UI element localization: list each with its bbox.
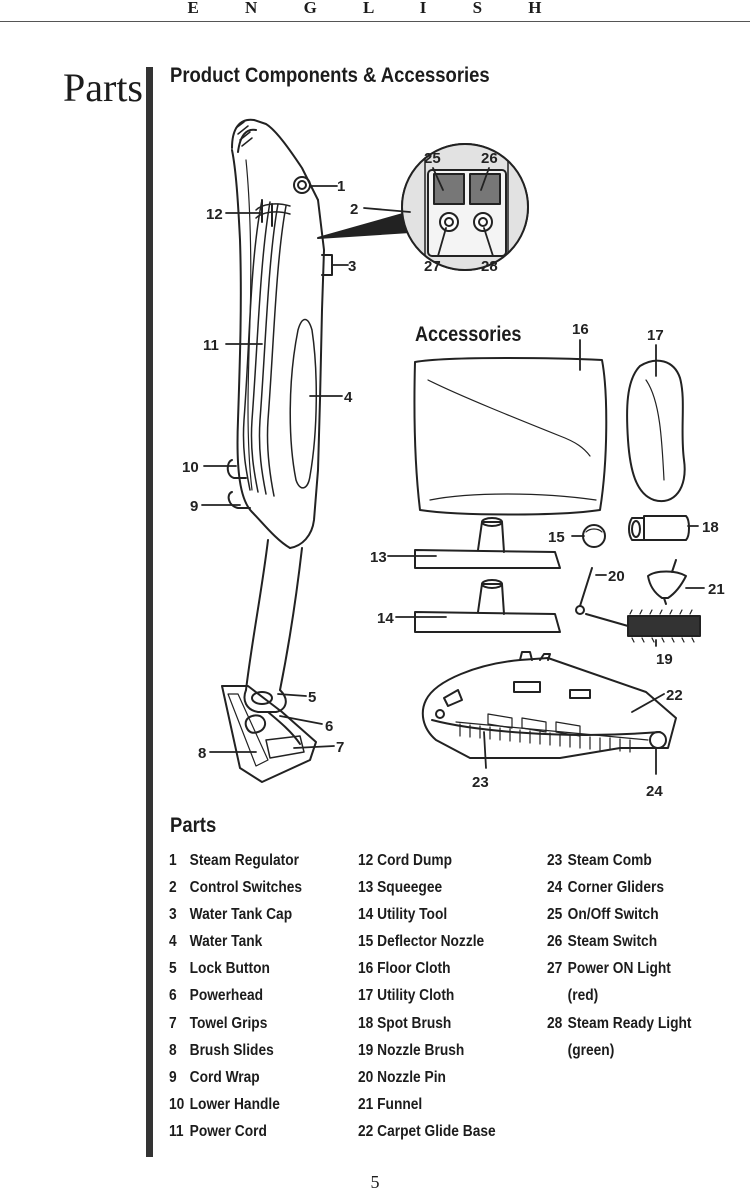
callout-17: 17	[647, 327, 664, 344]
list-item: 19 Nozzle Brush	[358, 1041, 465, 1059]
floor-cloth-illustration	[413, 357, 608, 516]
nozzle-pin-illustration	[579, 567, 593, 607]
product-diagram: 1 2 3 4 5 6 7 8 9 10 11 12 13 14 15 16 1…	[182, 118, 725, 800]
leader-lines	[201, 167, 705, 775]
callout-16: 16	[572, 321, 589, 338]
list-item: (green)	[567, 1041, 615, 1059]
callout-8: 8	[198, 745, 206, 762]
side-title: Parts	[63, 65, 143, 110]
callout-23: 23	[472, 774, 489, 791]
callout-1: 1	[337, 178, 345, 195]
squeegee-illustration	[414, 549, 561, 569]
callout-24: 24	[646, 783, 663, 800]
callout-2: 2	[350, 201, 358, 218]
callout-26: 26	[481, 150, 498, 167]
callout-25: 25	[424, 150, 441, 167]
list-item: 18 Spot Brush	[358, 1014, 452, 1032]
funnel-illustration	[647, 570, 687, 599]
callout-18: 18	[702, 519, 719, 536]
list-item: 15 Deflector Nozzle	[358, 933, 485, 951]
list-item: 14 Utility Tool	[358, 906, 448, 924]
section-bar	[146, 67, 153, 1157]
callout-15: 15	[548, 529, 565, 546]
deflector-nozzle-illustration	[582, 524, 606, 548]
parts-list-title: Parts	[170, 814, 217, 837]
steam-mop-illustration	[221, 118, 333, 783]
callout-22: 22	[666, 687, 683, 704]
accessories-title: Accessories	[415, 323, 522, 346]
list-item: 17 Utility Cloth	[358, 987, 455, 1005]
header-rule	[0, 21, 750, 22]
callout-9: 9	[190, 498, 198, 515]
callout-12: 12	[206, 206, 223, 223]
list-item: 20 Nozzle Pin	[358, 1068, 446, 1086]
callout-20: 20	[608, 568, 625, 585]
nozzle-brush-illustration	[585, 613, 629, 627]
list-item: 21 Funnel	[358, 1095, 423, 1113]
callout-28: 28	[481, 258, 498, 275]
list-item: 13 Squeegee	[358, 879, 443, 897]
list-item: 12 Cord Dump	[358, 852, 453, 869]
parts-list-column-2: 12 Cord Dump 13 Squeegee 14 Utility Tool…	[358, 847, 558, 1145]
callout-3: 3	[348, 258, 356, 275]
list-item: 22 Carpet Glide Base	[358, 1122, 496, 1140]
callout-6: 6	[325, 718, 333, 735]
callout-7: 7	[336, 739, 344, 756]
language-header: E N G L I S H	[187, 0, 563, 17]
callout-14: 14	[377, 610, 394, 627]
carpet-glide-base-illustration	[421, 651, 677, 759]
callout-21: 21	[708, 581, 725, 598]
section-title: Product Components & Accessories	[170, 64, 490, 87]
page-number: 5	[370, 1172, 380, 1192]
utility-cloth-illustration	[626, 359, 686, 503]
list-item: (red)	[567, 987, 599, 1005]
callout-27: 27	[424, 258, 441, 275]
callout-19: 19	[656, 651, 673, 668]
utility-tool-illustration	[414, 611, 561, 633]
callout-10: 10	[182, 459, 199, 476]
callout-13: 13	[370, 549, 387, 566]
spot-brush-illustration	[628, 517, 645, 541]
callout-4: 4	[344, 389, 353, 406]
list-item: 16 Floor Cloth	[358, 960, 451, 978]
callout-11: 11	[203, 337, 219, 354]
control-switches-zoom	[401, 143, 529, 271]
callout-5: 5	[308, 689, 316, 706]
